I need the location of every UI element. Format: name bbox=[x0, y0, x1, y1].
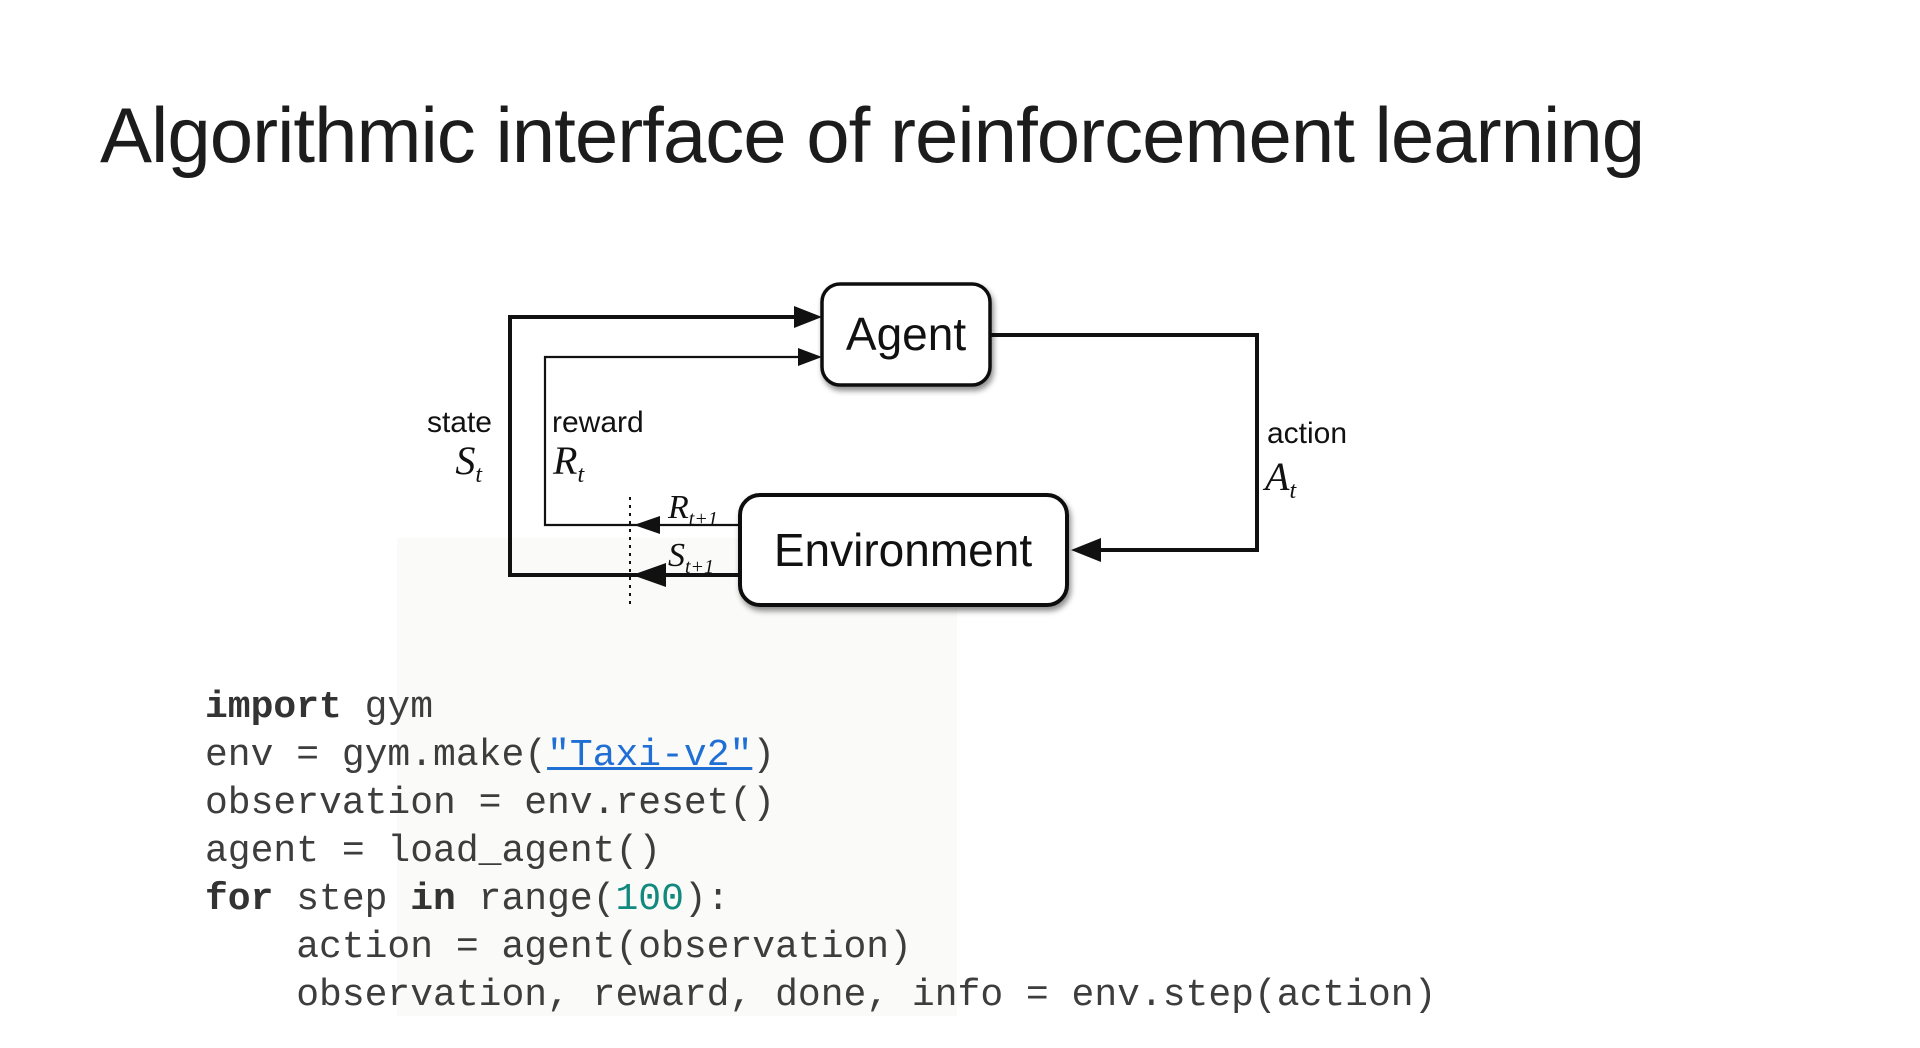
reward-label: reward bbox=[552, 406, 644, 439]
code-segment: observation = env.reset() bbox=[205, 782, 776, 825]
environment-box bbox=[738, 493, 1069, 607]
action-arrowhead-into-environment bbox=[1071, 538, 1101, 562]
action-label: action bbox=[1267, 417, 1347, 450]
state-symbol: St bbox=[455, 438, 483, 488]
agent-box-label: Agent bbox=[846, 308, 966, 360]
code-line: import gym bbox=[205, 684, 1436, 732]
environment-box-label: Environment bbox=[774, 524, 1032, 576]
code-line: action = agent(observation) bbox=[205, 924, 1436, 972]
agent-box bbox=[820, 282, 992, 387]
code-segment: gym bbox=[341, 686, 434, 729]
state-loop-line bbox=[508, 315, 798, 577]
code-line: env = gym.make("Taxi-v2") bbox=[205, 732, 1436, 780]
page-title: Algorithmic interface of reinforcement l… bbox=[100, 91, 1645, 180]
taxi-v2-link[interactable]: "Taxi-v2" bbox=[547, 734, 753, 777]
code-segment: ) bbox=[752, 734, 776, 777]
code-segment: agent = load_agent() bbox=[205, 830, 662, 873]
next-state-symbol: St+1 bbox=[668, 537, 714, 578]
code-segment: for bbox=[205, 878, 274, 921]
code-segment: in bbox=[410, 878, 456, 921]
action-loop-line bbox=[990, 333, 1259, 552]
code-segment: ): bbox=[683, 878, 730, 921]
code-segment: 100 bbox=[615, 878, 684, 921]
action-symbol: At bbox=[1262, 454, 1297, 504]
code-snippet-background bbox=[397, 538, 957, 1016]
code-segment: range( bbox=[455, 878, 616, 921]
code-segment: step bbox=[273, 878, 411, 921]
code-line: agent = load_agent() bbox=[205, 828, 1436, 876]
code-line: observation = env.reset() bbox=[205, 780, 1436, 828]
reward-symbol: Rt bbox=[552, 438, 585, 488]
code-line: for step in range(100): bbox=[205, 876, 1436, 924]
code-segment: observation, reward, done, info = env.st… bbox=[205, 974, 1437, 1017]
next-reward-arrowhead bbox=[634, 516, 660, 534]
next-state-arrowhead bbox=[632, 563, 666, 587]
code-line: observation, reward, done, info = env.st… bbox=[205, 972, 1436, 1020]
state-label: state bbox=[427, 406, 492, 439]
code-segment: action = agent(observation) bbox=[205, 926, 912, 969]
state-arrowhead-into-agent bbox=[794, 306, 822, 328]
next-reward-symbol: Rt+1 bbox=[667, 489, 718, 530]
code-segment: env = gym.make( bbox=[205, 734, 548, 777]
code-segment: import bbox=[205, 686, 342, 729]
reward-arrowhead-into-agent bbox=[798, 348, 822, 366]
